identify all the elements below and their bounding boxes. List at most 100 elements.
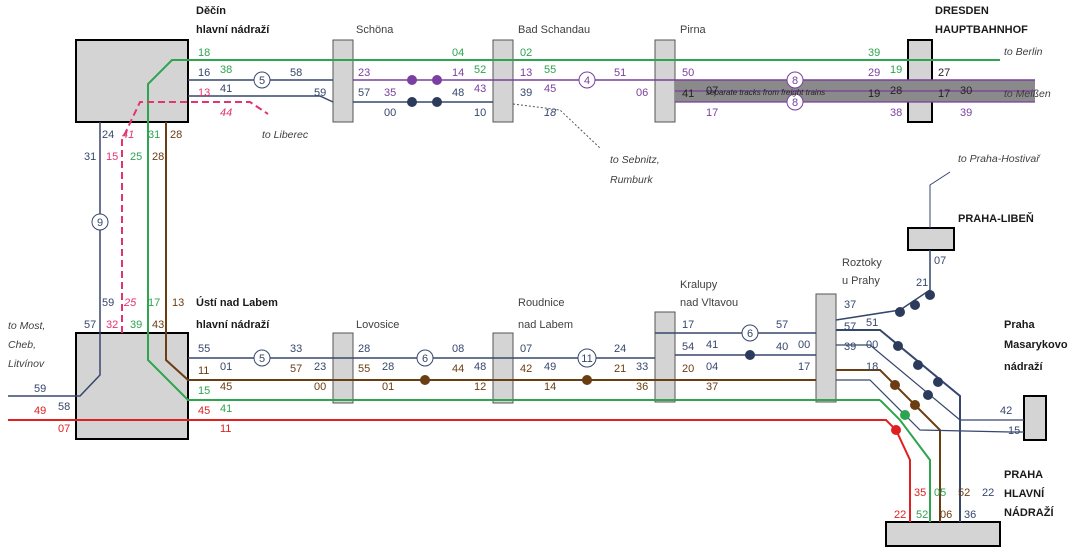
svg-text:6: 6 [747, 328, 753, 340]
svg-text:21: 21 [916, 277, 928, 289]
svg-text:59: 59 [314, 87, 326, 99]
roudnice-name-2: nad Labem [518, 319, 573, 331]
lovosice-name: Lovosice [356, 319, 399, 331]
svg-text:16: 16 [198, 67, 210, 79]
svg-text:19: 19 [890, 64, 902, 76]
hln-name-3: NÁDRAŽÍ [1004, 506, 1054, 519]
svg-text:00: 00 [384, 107, 396, 119]
svg-text:17: 17 [938, 88, 950, 100]
svg-text:33: 33 [290, 343, 302, 355]
svg-text:07: 07 [706, 85, 718, 97]
line-sebnitz-dotted[interactable] [512, 103, 601, 149]
dresden-name-2: HAUPTBAHNHOF [935, 24, 1028, 36]
svg-text:50: 50 [682, 67, 694, 79]
svg-text:43: 43 [152, 319, 164, 331]
line-navy-hostivar[interactable] [929, 171, 951, 228]
svg-text:18: 18 [544, 107, 557, 119]
decin-station-box[interactable] [75, 39, 189, 123]
svg-text:41: 41 [220, 83, 232, 95]
svg-text:5: 5 [259, 353, 265, 365]
svg-text:44: 44 [220, 107, 232, 119]
svg-text:37: 37 [706, 381, 718, 393]
bad-schandau-name: Bad Schandau [518, 24, 590, 36]
praha-liben-station-box[interactable] [907, 227, 955, 251]
masarykovo-name-2: Masarykovo [1004, 339, 1068, 351]
line-badges: 5 4 8 8 9 5 6 11 6 [91, 71, 804, 368]
svg-text:38: 38 [220, 64, 232, 76]
dest-most-1: to Most, [8, 320, 45, 332]
roudnice-station-box[interactable] [492, 332, 514, 404]
svg-text:9: 9 [97, 217, 103, 229]
kralupy-station-box[interactable] [654, 311, 676, 403]
separate-tracks-note: separate tracks from freight trains [706, 88, 825, 97]
svg-text:11: 11 [581, 353, 592, 365]
svg-text:49: 49 [544, 361, 556, 373]
usti-name-2: hlavní nádraží [196, 319, 270, 331]
svg-text:51: 51 [614, 67, 626, 79]
line-navy-masarykovo2[interactable] [836, 344, 1024, 421]
svg-text:45: 45 [198, 405, 210, 417]
svg-text:28: 28 [358, 343, 370, 355]
svg-text:17: 17 [682, 319, 694, 331]
dest-berlin: to Berlin [1004, 46, 1043, 58]
svg-text:29: 29 [868, 67, 880, 79]
line-brown-hln[interactable] [836, 369, 941, 522]
svg-text:04: 04 [452, 47, 464, 59]
line-navy-decin-liberec-sub[interactable] [188, 95, 334, 103]
svg-text:11: 11 [220, 423, 231, 435]
svg-text:01: 01 [220, 361, 232, 373]
svg-text:55: 55 [198, 343, 210, 355]
masarykovo-name-3: nádraží [1004, 361, 1043, 373]
roztoky-station-box[interactable] [815, 293, 837, 403]
svg-text:17: 17 [706, 107, 718, 119]
svg-text:02: 02 [520, 47, 532, 59]
svg-text:00: 00 [798, 339, 810, 351]
svg-text:06: 06 [940, 509, 952, 521]
line-navy-9[interactable] [8, 122, 101, 397]
svg-text:33: 33 [636, 361, 648, 373]
svg-text:23: 23 [314, 361, 326, 373]
svg-text:57: 57 [776, 319, 788, 331]
decin-name-2: hlavní nádraží [196, 24, 270, 36]
svg-text:15: 15 [106, 151, 118, 163]
usti-station-box[interactable] [75, 332, 189, 440]
svg-text:42: 42 [1000, 405, 1012, 417]
svg-text:20: 20 [682, 363, 694, 375]
dest-most-2: Cheb, [8, 339, 36, 351]
svg-text:07: 07 [934, 255, 946, 267]
svg-text:07: 07 [520, 343, 532, 355]
line-green-hln[interactable] [879, 399, 931, 522]
svg-text:13: 13 [520, 67, 532, 79]
line-navy-masarykovo[interactable] [836, 379, 1024, 433]
svg-text:55: 55 [544, 64, 556, 76]
praha-masarykovo-station-box[interactable] [1023, 395, 1047, 441]
usti-name-1: Ústí nad Labem [196, 296, 278, 309]
lovosice-station-box[interactable] [332, 332, 354, 404]
line-brown[interactable] [165, 122, 816, 381]
svg-text:25: 25 [123, 297, 137, 309]
svg-text:36: 36 [964, 509, 976, 521]
svg-text:13: 13 [172, 297, 184, 309]
line-pink-liberec[interactable] [121, 101, 269, 333]
svg-text:07: 07 [58, 423, 70, 435]
praha-hln-station-box[interactable] [885, 521, 1001, 547]
svg-text:28: 28 [170, 129, 182, 141]
svg-text:45: 45 [220, 381, 232, 393]
svg-text:55: 55 [358, 363, 370, 375]
svg-text:48: 48 [452, 87, 464, 99]
svg-text:57: 57 [358, 87, 370, 99]
minute-labels: 18 16 38 13 41 58 44 24 41 31 28 31 15 2… [34, 47, 1020, 521]
svg-text:6: 6 [422, 353, 428, 365]
svg-text:39: 39 [868, 47, 880, 59]
pirna-station-box[interactable] [654, 39, 676, 123]
svg-text:19: 19 [868, 88, 880, 100]
bad-schandau-station-box[interactable] [492, 39, 514, 123]
svg-text:13: 13 [198, 87, 210, 99]
schona-station-box[interactable] [332, 39, 354, 123]
svg-text:58: 58 [58, 401, 70, 413]
svg-text:52: 52 [916, 509, 928, 521]
svg-text:22: 22 [894, 509, 906, 521]
svg-text:15: 15 [1008, 425, 1020, 437]
line-green-lower[interactable] [147, 122, 880, 401]
svg-text:10: 10 [474, 107, 486, 119]
